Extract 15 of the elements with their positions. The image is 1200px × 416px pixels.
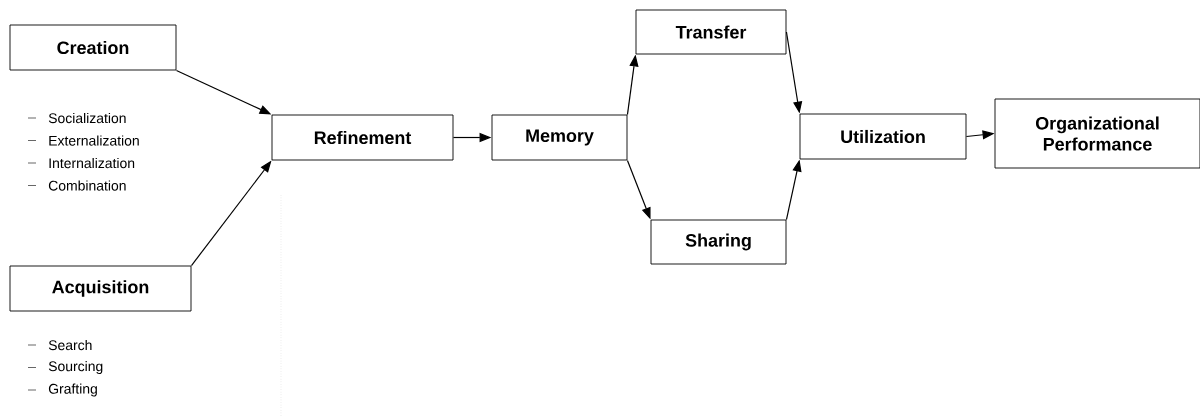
process-box: Utilization — [799, 113, 967, 160]
process-box: Acquisition — [9, 265, 192, 312]
list-item: Internalization — [27, 157, 135, 169]
list-item: Externalization — [27, 135, 139, 146]
process-box: Sharing — [650, 219, 787, 265]
process-box: Refinement — [271, 114, 454, 161]
list-item: Search — [27, 339, 92, 351]
process-box: Organizational Performance — [994, 98, 1200, 169]
list-item: Grafting — [27, 383, 97, 397]
process-box: Creation — [9, 24, 177, 71]
list-item: Combination — [27, 180, 126, 191]
list-item: Sourcing — [27, 361, 103, 374]
process-box: Memory — [491, 114, 628, 161]
process-box: Transfer — [635, 9, 787, 55]
list-item: Socialization — [27, 112, 126, 124]
